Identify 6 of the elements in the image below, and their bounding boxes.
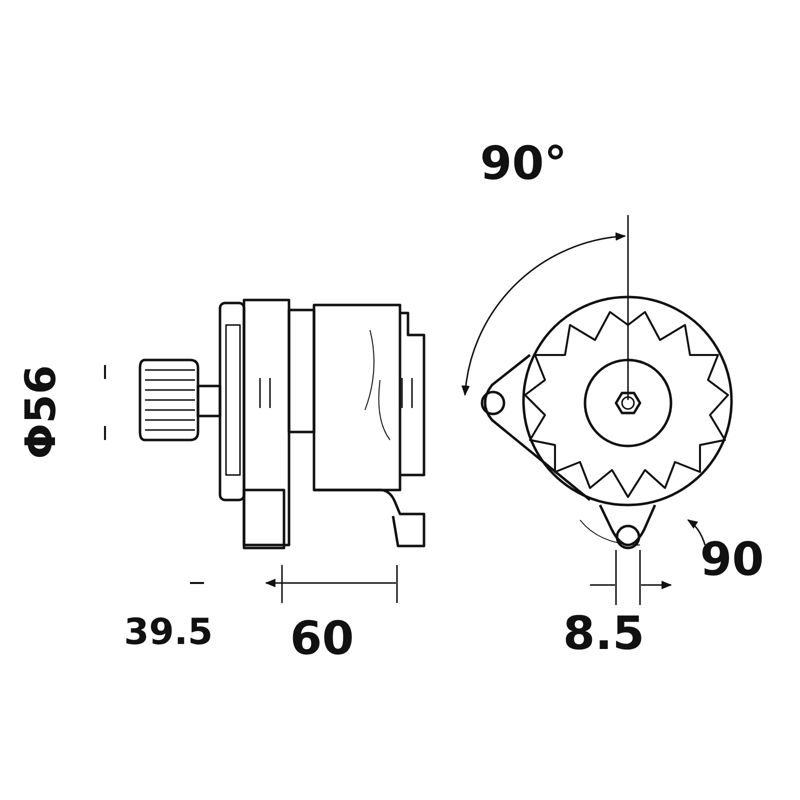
dimension-label: 90 [700, 536, 764, 582]
dimension-label: 60 [290, 615, 354, 661]
dimension-label: 8.5 [563, 610, 644, 656]
dimension-label: 90° [480, 140, 568, 186]
dimension-label: Φ56 [20, 365, 62, 460]
dimension-label: 39.5 [124, 615, 213, 651]
